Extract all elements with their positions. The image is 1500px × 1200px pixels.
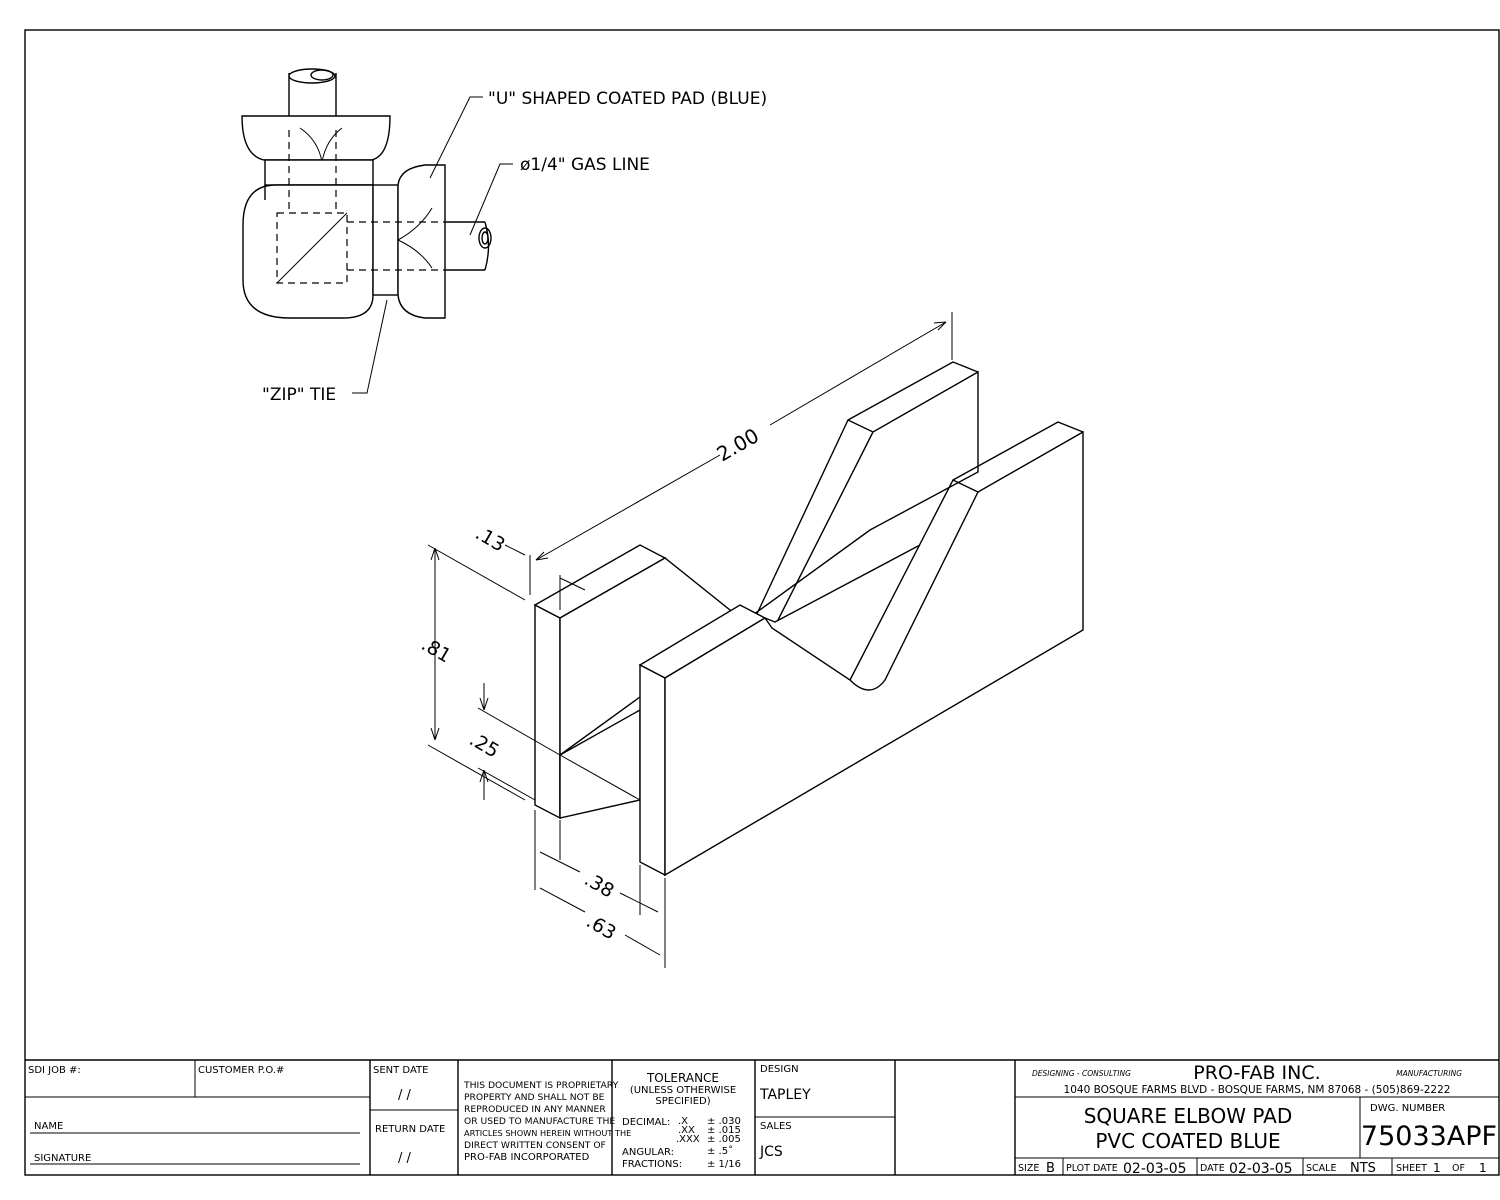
- return-date-label: RETURN DATE: [375, 1124, 445, 1135]
- drawing-title-line-2: PVC COATED BLUE: [1095, 1129, 1280, 1153]
- tol-xxx: .XXX: [676, 1134, 700, 1145]
- design-value: TAPLEY: [759, 1087, 811, 1103]
- company-address: 1040 BOSQUE FARMS BLVD - BOSQUE FARMS, N…: [1064, 1084, 1451, 1096]
- plot-date-label: PLOT DATE: [1066, 1163, 1118, 1174]
- tol-x: .X: [678, 1116, 688, 1127]
- scale-label: SCALE: [1306, 1163, 1336, 1174]
- of-value: 1: [1479, 1161, 1487, 1175]
- sdi-job-label: SDI JOB #:: [28, 1065, 81, 1076]
- fractions-label: FRACTIONS:: [622, 1159, 682, 1170]
- proprietary-line-5: ARTICLES SHOWN HEREIN WITHOUT THE: [464, 1128, 631, 1138]
- dim-thickness: .13: [472, 522, 509, 556]
- assembly-sketch: [241, 68, 513, 394]
- dim-slot: .38: [581, 868, 618, 902]
- sheet-label: SHEET: [1396, 1163, 1427, 1174]
- angular-label: ANGULAR:: [622, 1147, 674, 1158]
- tol-xxx-value: ± .005: [707, 1134, 741, 1145]
- date-label: DATE: [1200, 1163, 1225, 1174]
- fractions-value: ± 1/16: [707, 1159, 741, 1170]
- tol-x-value: ± .030: [707, 1116, 741, 1127]
- proprietary-line-4: OR USED TO MANUFACTURE THE: [464, 1116, 615, 1127]
- proprietary-line-2: PROPERTY AND SHALL NOT BE: [464, 1092, 605, 1103]
- proprietary-line-3: REPRODUCED IN ANY MANNER: [464, 1104, 606, 1115]
- dimension-lines: [427, 312, 953, 968]
- tol-xx: .XX: [678, 1125, 695, 1136]
- dwg-number-label: DWG. NUMBER: [1370, 1103, 1445, 1114]
- callout-gas-line: ø1/4" GAS LINE: [520, 155, 650, 175]
- signature-label: SIGNATURE: [34, 1153, 91, 1164]
- size-value: B: [1046, 1161, 1055, 1176]
- dim-length: 2.00: [713, 423, 764, 466]
- sent-date-label: SENT DATE: [373, 1065, 428, 1076]
- angular-value: ± .5˚: [707, 1145, 733, 1157]
- company-name: PRO-FAB INC.: [1193, 1062, 1320, 1084]
- drawing-border: [24, 29, 1500, 1176]
- size-label: SIZE: [1018, 1163, 1039, 1174]
- name-label: NAME: [34, 1121, 63, 1132]
- manufacturing-label: MANUFACTURING: [1396, 1069, 1462, 1078]
- tol-xx-value: ± .015: [707, 1125, 741, 1136]
- design-label: DESIGN: [760, 1064, 799, 1075]
- return-date-value: / /: [398, 1151, 412, 1166]
- drawing-title-line-1: SQUARE ELBOW PAD: [1084, 1104, 1293, 1128]
- proprietary-line-1: THIS DOCUMENT IS PROPRIETARY: [463, 1080, 619, 1091]
- dim-width: .63: [583, 910, 620, 944]
- dim-height: .81: [418, 633, 455, 667]
- scale-value: NTS: [1350, 1161, 1376, 1176]
- tolerance-title: TOLERANCE: [646, 1071, 719, 1085]
- dwg-number: 75033APF: [1361, 1121, 1497, 1152]
- of-label: OF: [1452, 1163, 1465, 1174]
- isometric-pad: [533, 361, 1084, 877]
- plot-date-value: 02-03-05: [1123, 1161, 1187, 1177]
- decimal-label: DECIMAL:: [622, 1117, 670, 1128]
- callout-zip-tie: "ZIP" TIE: [262, 385, 336, 405]
- designing-consulting: DESIGNING - CONSULTING: [1032, 1069, 1131, 1078]
- proprietary-line-6: DIRECT WRITTEN CONSENT OF: [464, 1140, 606, 1151]
- sales-value: JCS: [759, 1144, 783, 1160]
- tolerance-sub-1: (UNLESS OTHERWISE: [630, 1085, 736, 1096]
- dim-base: .25: [466, 728, 503, 762]
- tolerance-sub-2: SPECIFIED): [655, 1096, 710, 1107]
- date-value: 02-03-05: [1229, 1161, 1293, 1177]
- title-block: [25, 1059, 1499, 1175]
- sheet-value: 1: [1433, 1161, 1441, 1175]
- sent-date-value: / /: [398, 1088, 412, 1103]
- customer-po-label: CUSTOMER P.O.#: [198, 1065, 284, 1076]
- sales-label: SALES: [760, 1121, 792, 1132]
- callout-pad: "U" SHAPED COATED PAD (BLUE): [488, 89, 767, 109]
- proprietary-line-7: PRO-FAB INCORPORATED: [464, 1152, 590, 1163]
